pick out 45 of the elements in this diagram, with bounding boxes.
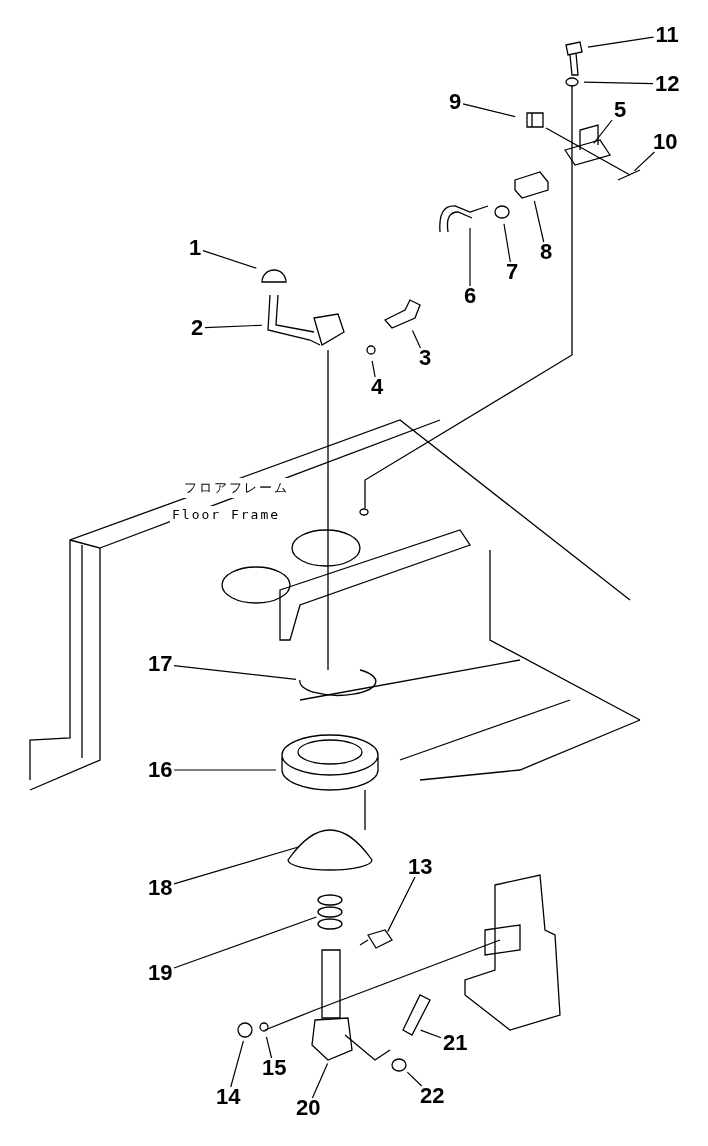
callout-number: 17 (148, 652, 173, 676)
callout-number: 12 (655, 72, 680, 96)
leader-line (173, 665, 297, 680)
leader-line (593, 119, 613, 144)
callout-number: 6 (464, 284, 477, 308)
callout-number: 20 (296, 1096, 321, 1120)
leader-line (503, 223, 511, 263)
callout-number: 5 (614, 98, 627, 122)
callout-number: 11 (655, 23, 679, 47)
leader-line (265, 1036, 273, 1059)
leader-line (202, 250, 257, 269)
callout-number: 4 (371, 375, 384, 399)
callout-number: 13 (408, 855, 433, 879)
callout-number: 22 (420, 1084, 445, 1108)
callout-number: 14 (216, 1085, 241, 1109)
callout-number: 21 (443, 1031, 468, 1055)
leader-line (371, 360, 376, 378)
leader-line (462, 103, 516, 118)
callout-number: 8 (540, 240, 553, 264)
leader-line (420, 1029, 442, 1039)
leader-line (406, 1071, 423, 1087)
leader-line (469, 227, 471, 287)
leader-line (173, 916, 317, 969)
leader-line (411, 329, 422, 349)
leader-line (587, 36, 655, 48)
callout-number: 9 (449, 90, 462, 114)
leader-line (204, 324, 263, 329)
leader-line (387, 876, 416, 933)
leader-line (173, 769, 277, 771)
callout-number: 7 (506, 260, 519, 284)
callout-number: 2 (191, 316, 204, 340)
leader-line (583, 81, 654, 85)
leader-line (533, 200, 545, 243)
callout-number: 1 (189, 236, 202, 260)
callout-number: 15 (262, 1056, 287, 1080)
callout-number: 19 (148, 961, 173, 985)
leader-line (311, 1062, 329, 1099)
callout-number: 16 (148, 758, 173, 782)
callout-number: 18 (148, 876, 173, 900)
part-label: フロアフレーム (182, 478, 291, 498)
leader-line (173, 846, 300, 885)
callout-number: 3 (419, 346, 432, 370)
leader-line (230, 1040, 244, 1088)
leader-line (633, 151, 655, 172)
callout-number: 10 (653, 130, 678, 154)
